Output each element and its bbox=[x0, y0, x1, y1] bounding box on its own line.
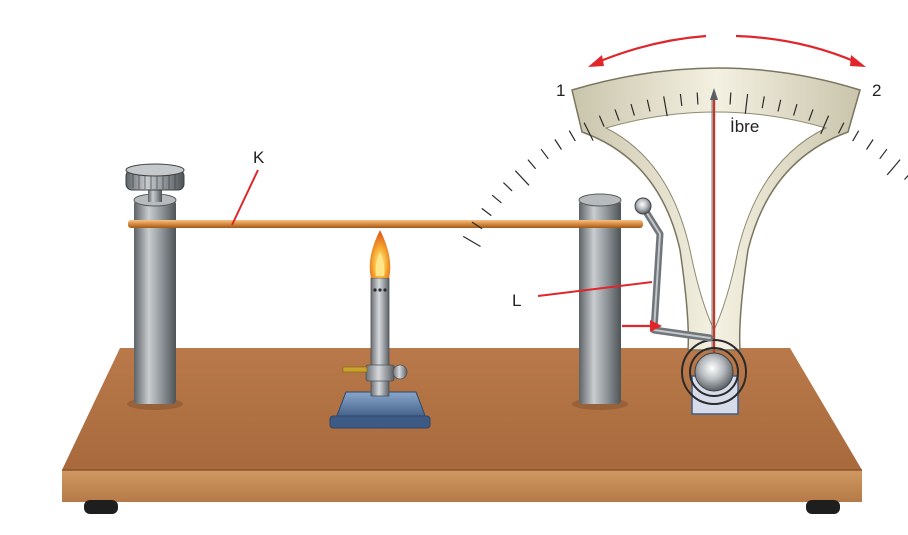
scale-tick bbox=[462, 235, 481, 248]
pivot-hub bbox=[681, 339, 747, 415]
scale-tick bbox=[679, 93, 683, 106]
left-pillar bbox=[125, 163, 185, 410]
scale-tick bbox=[904, 174, 908, 180]
label-scale-2: 2 bbox=[872, 81, 881, 100]
burner-base-front bbox=[329, 415, 431, 429]
lever-arm-highlight bbox=[642, 206, 711, 339]
scale-tick bbox=[527, 159, 537, 170]
scale-tick bbox=[481, 207, 492, 217]
table bbox=[62, 348, 862, 514]
scale-tick bbox=[568, 130, 576, 142]
knob-top bbox=[125, 163, 185, 177]
gauge-window bbox=[604, 111, 828, 332]
label-l: L bbox=[512, 291, 521, 310]
table-foot-left bbox=[84, 500, 118, 514]
hub-middle-ring bbox=[689, 347, 739, 397]
right-pillar-top bbox=[578, 193, 622, 207]
motion-arrows bbox=[588, 34, 866, 332]
arrow-to-1-head bbox=[588, 55, 604, 67]
air-holes bbox=[373, 288, 387, 292]
label-scale-1: 1 bbox=[556, 81, 565, 100]
scale-tick bbox=[793, 103, 798, 116]
scale-tick bbox=[583, 122, 594, 141]
scale-tick bbox=[514, 170, 530, 186]
gas-valve-screw bbox=[342, 366, 368, 373]
scale-tick bbox=[491, 194, 502, 204]
scale-tick bbox=[852, 130, 860, 142]
scale-tick bbox=[540, 148, 549, 160]
bunsen-burner bbox=[329, 230, 431, 429]
arrow-to-2 bbox=[735, 34, 857, 64]
scale-tick bbox=[777, 99, 782, 112]
scale-tick bbox=[630, 103, 635, 116]
table-top bbox=[62, 348, 862, 470]
metal-rod bbox=[128, 220, 643, 228]
scale-tick bbox=[744, 93, 749, 114]
scale-tick bbox=[502, 182, 513, 192]
hub-outer-ring bbox=[681, 339, 747, 405]
label-k: K bbox=[253, 148, 265, 167]
right-pillar bbox=[572, 193, 628, 410]
right-pillar-body bbox=[579, 200, 621, 404]
scale-tick bbox=[761, 96, 765, 109]
knob-stem bbox=[148, 188, 162, 202]
scale-tick bbox=[554, 139, 563, 150]
flame-inner bbox=[375, 252, 385, 276]
scale-tick bbox=[886, 159, 901, 176]
arrow-to-1 bbox=[597, 34, 707, 64]
scale-tick bbox=[729, 92, 732, 105]
arrow-to-2-head bbox=[850, 55, 866, 67]
scale-tick bbox=[614, 109, 620, 121]
needle-tip bbox=[710, 88, 718, 100]
table-foot-right bbox=[806, 500, 840, 514]
l-leader-line bbox=[537, 281, 653, 297]
label-needle: İbre bbox=[730, 117, 759, 136]
k-leader-line bbox=[231, 169, 259, 226]
lever-pivot-ball bbox=[634, 197, 652, 215]
lever bbox=[634, 197, 714, 342]
scale-tick bbox=[865, 139, 874, 150]
scale-tick bbox=[598, 115, 605, 127]
scale-tick bbox=[663, 96, 668, 117]
burner-collar bbox=[365, 364, 395, 382]
scale-tick bbox=[646, 99, 651, 112]
gas-valve-knob bbox=[392, 364, 408, 380]
left-pillar-body bbox=[134, 200, 176, 404]
scale-tick bbox=[879, 148, 888, 160]
scale-tick bbox=[696, 92, 699, 105]
scale-tick bbox=[837, 122, 845, 134]
scale-tick bbox=[808, 109, 814, 121]
hub-disc bbox=[694, 352, 734, 392]
gauge bbox=[462, 67, 908, 368]
push-arrow-head bbox=[650, 320, 662, 332]
scale-tick bbox=[820, 115, 830, 135]
scale-tick bbox=[471, 221, 483, 230]
table-front-edge bbox=[62, 470, 862, 502]
